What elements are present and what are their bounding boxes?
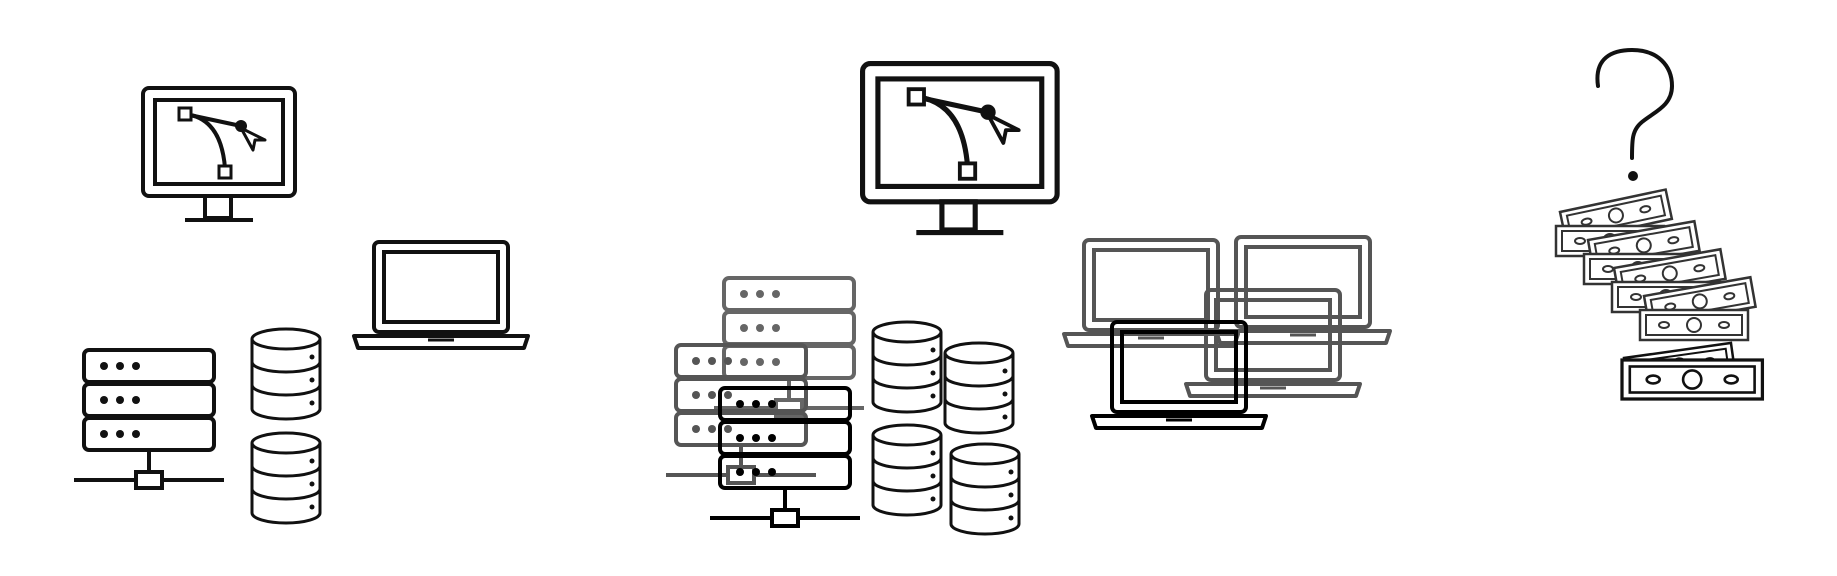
database-icon — [949, 442, 1021, 536]
database-icon — [250, 431, 322, 525]
cost-question-group — [1554, 47, 1765, 401]
database-icon — [943, 341, 1015, 435]
design-monitor-icon — [141, 86, 297, 222]
database-icon — [871, 423, 943, 517]
laptop-icon — [1090, 320, 1268, 430]
question-mark-icon — [1595, 47, 1675, 181]
scaled-setup-group — [664, 64, 1392, 536]
database-icon — [250, 327, 322, 421]
small-setup-group — [72, 86, 530, 525]
database-icon — [871, 320, 943, 414]
server-rack-icon — [664, 343, 818, 485]
money-stack-icon — [1554, 188, 1765, 401]
laptop-icon — [352, 240, 530, 350]
server-rack-icon — [72, 348, 226, 490]
design-monitor-icon — [863, 64, 1058, 233]
